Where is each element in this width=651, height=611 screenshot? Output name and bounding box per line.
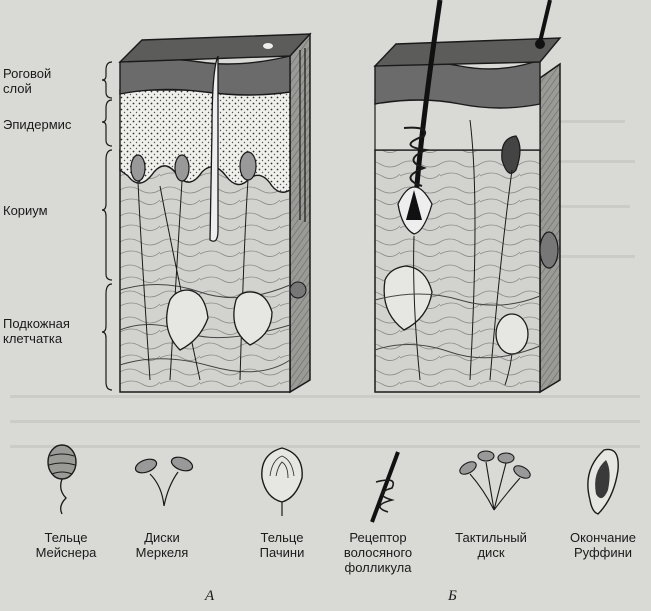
block-b-hair-2	[538, 0, 552, 43]
caption-ruffini: Окончание Руффини	[569, 530, 637, 560]
block-b-ruffini	[501, 135, 521, 174]
block-b-corpuscle	[495, 313, 529, 355]
block-a-pacini-2	[233, 291, 273, 346]
receptor-icon-meissner	[47, 444, 77, 515]
block-a-top-face	[118, 33, 312, 63]
block-a-sweat-duct	[209, 55, 219, 242]
layer-braces	[101, 61, 113, 391]
label-stratum-corneum: Роговой слой	[3, 66, 52, 96]
block-b-stratum-corneum	[374, 59, 541, 109]
panel-letter-b: Б	[448, 588, 457, 604]
skin-block-b	[373, 0, 562, 394]
block-b-pacini	[383, 265, 433, 331]
caption-follicle: Рецептор волосяного фолликула	[343, 530, 413, 575]
label-dermis: Кориум	[3, 203, 48, 218]
block-a-meissner-2	[174, 154, 190, 182]
block-a-pore	[263, 43, 273, 49]
caption-meissner: Тельце Мейснера	[35, 530, 97, 560]
block-b-side-receptor	[539, 231, 559, 269]
label-hypodermis: Подкожная клетчатка	[3, 316, 70, 346]
receptor-icon-merkel	[134, 456, 194, 507]
caption-tactile-disc: Тактильный диск	[455, 530, 527, 560]
block-b-follicle-coil	[403, 126, 430, 187]
block-a-stratum-corneum	[119, 55, 291, 96]
block-a-side-receptor	[289, 281, 307, 299]
receptor-icon-pacini	[261, 447, 303, 516]
receptor-icon-ruffini	[587, 448, 619, 515]
bleed-through-line	[10, 420, 640, 423]
block-a-pacini-1	[166, 289, 209, 351]
label-epidermis: Эпидермис	[3, 117, 72, 132]
caption-pacini: Тельце Пачини	[259, 530, 305, 560]
receptor-icon-tactile-disc	[459, 450, 531, 511]
caption-merkel: Диски Меркеля	[135, 530, 189, 560]
block-a-meissner-1	[130, 154, 146, 182]
block-a-meissner-3	[239, 151, 257, 181]
panel-letter-a: А	[205, 588, 215, 604]
block-a-dermis	[119, 149, 291, 393]
skin-block-a	[118, 32, 312, 394]
receptor-icon-follicle	[370, 451, 400, 523]
bleed-through-line	[10, 395, 640, 398]
bleed-through-line	[10, 445, 640, 448]
block-b-top-face	[373, 37, 562, 67]
block-b-side-face	[539, 62, 561, 394]
